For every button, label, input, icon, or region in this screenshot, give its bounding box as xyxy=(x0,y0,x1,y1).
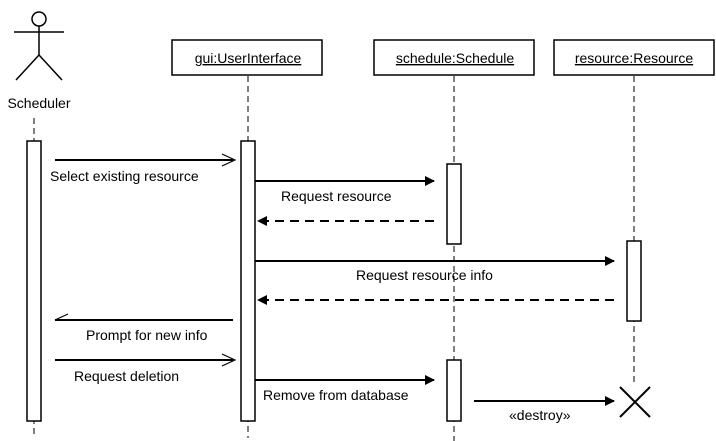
message-label: Remove from database xyxy=(263,387,409,403)
activation-scheduler xyxy=(26,140,42,422)
message-label: «destroy» xyxy=(509,407,571,423)
message-label: Request resource xyxy=(281,188,392,204)
destroy-x-icon xyxy=(619,386,651,418)
activation-resource xyxy=(626,240,642,322)
object-schedule: schedule:Schedule xyxy=(373,39,535,76)
actor-name: Scheduler xyxy=(7,95,70,111)
object-resource: resource:Resource xyxy=(553,39,715,76)
message-label: Prompt for new info xyxy=(86,327,208,343)
message-select-existing-resource: Select existing resource xyxy=(50,153,237,184)
activation-schedule-1 xyxy=(446,163,462,245)
message-request-deletion: Request deletion xyxy=(55,353,237,384)
object-schedule-label: schedule:Schedule xyxy=(396,50,515,66)
message-destroy: «destroy» xyxy=(474,396,615,423)
message-label: Select existing resource xyxy=(50,168,199,184)
activation-schedule-2 xyxy=(446,359,462,422)
message-remove-from-database: Remove from database xyxy=(255,375,435,403)
message-request-resource-info: Request resource info xyxy=(255,256,615,283)
activation-gui xyxy=(240,140,256,422)
actor-scheduler: Scheduler xyxy=(7,11,71,111)
object-gui-label: gui:UserInterface xyxy=(195,50,302,66)
actor-stick-figure-icon xyxy=(14,11,64,81)
message-request-resource: Request resource xyxy=(255,176,435,204)
object-gui: gui:UserInterface xyxy=(171,39,323,76)
message-label: Request deletion xyxy=(74,368,179,384)
object-resource-label: resource:Resource xyxy=(575,50,693,66)
message-prompt-for-new-info: Prompt for new info xyxy=(54,313,233,343)
message-label: Request resource info xyxy=(356,267,493,283)
